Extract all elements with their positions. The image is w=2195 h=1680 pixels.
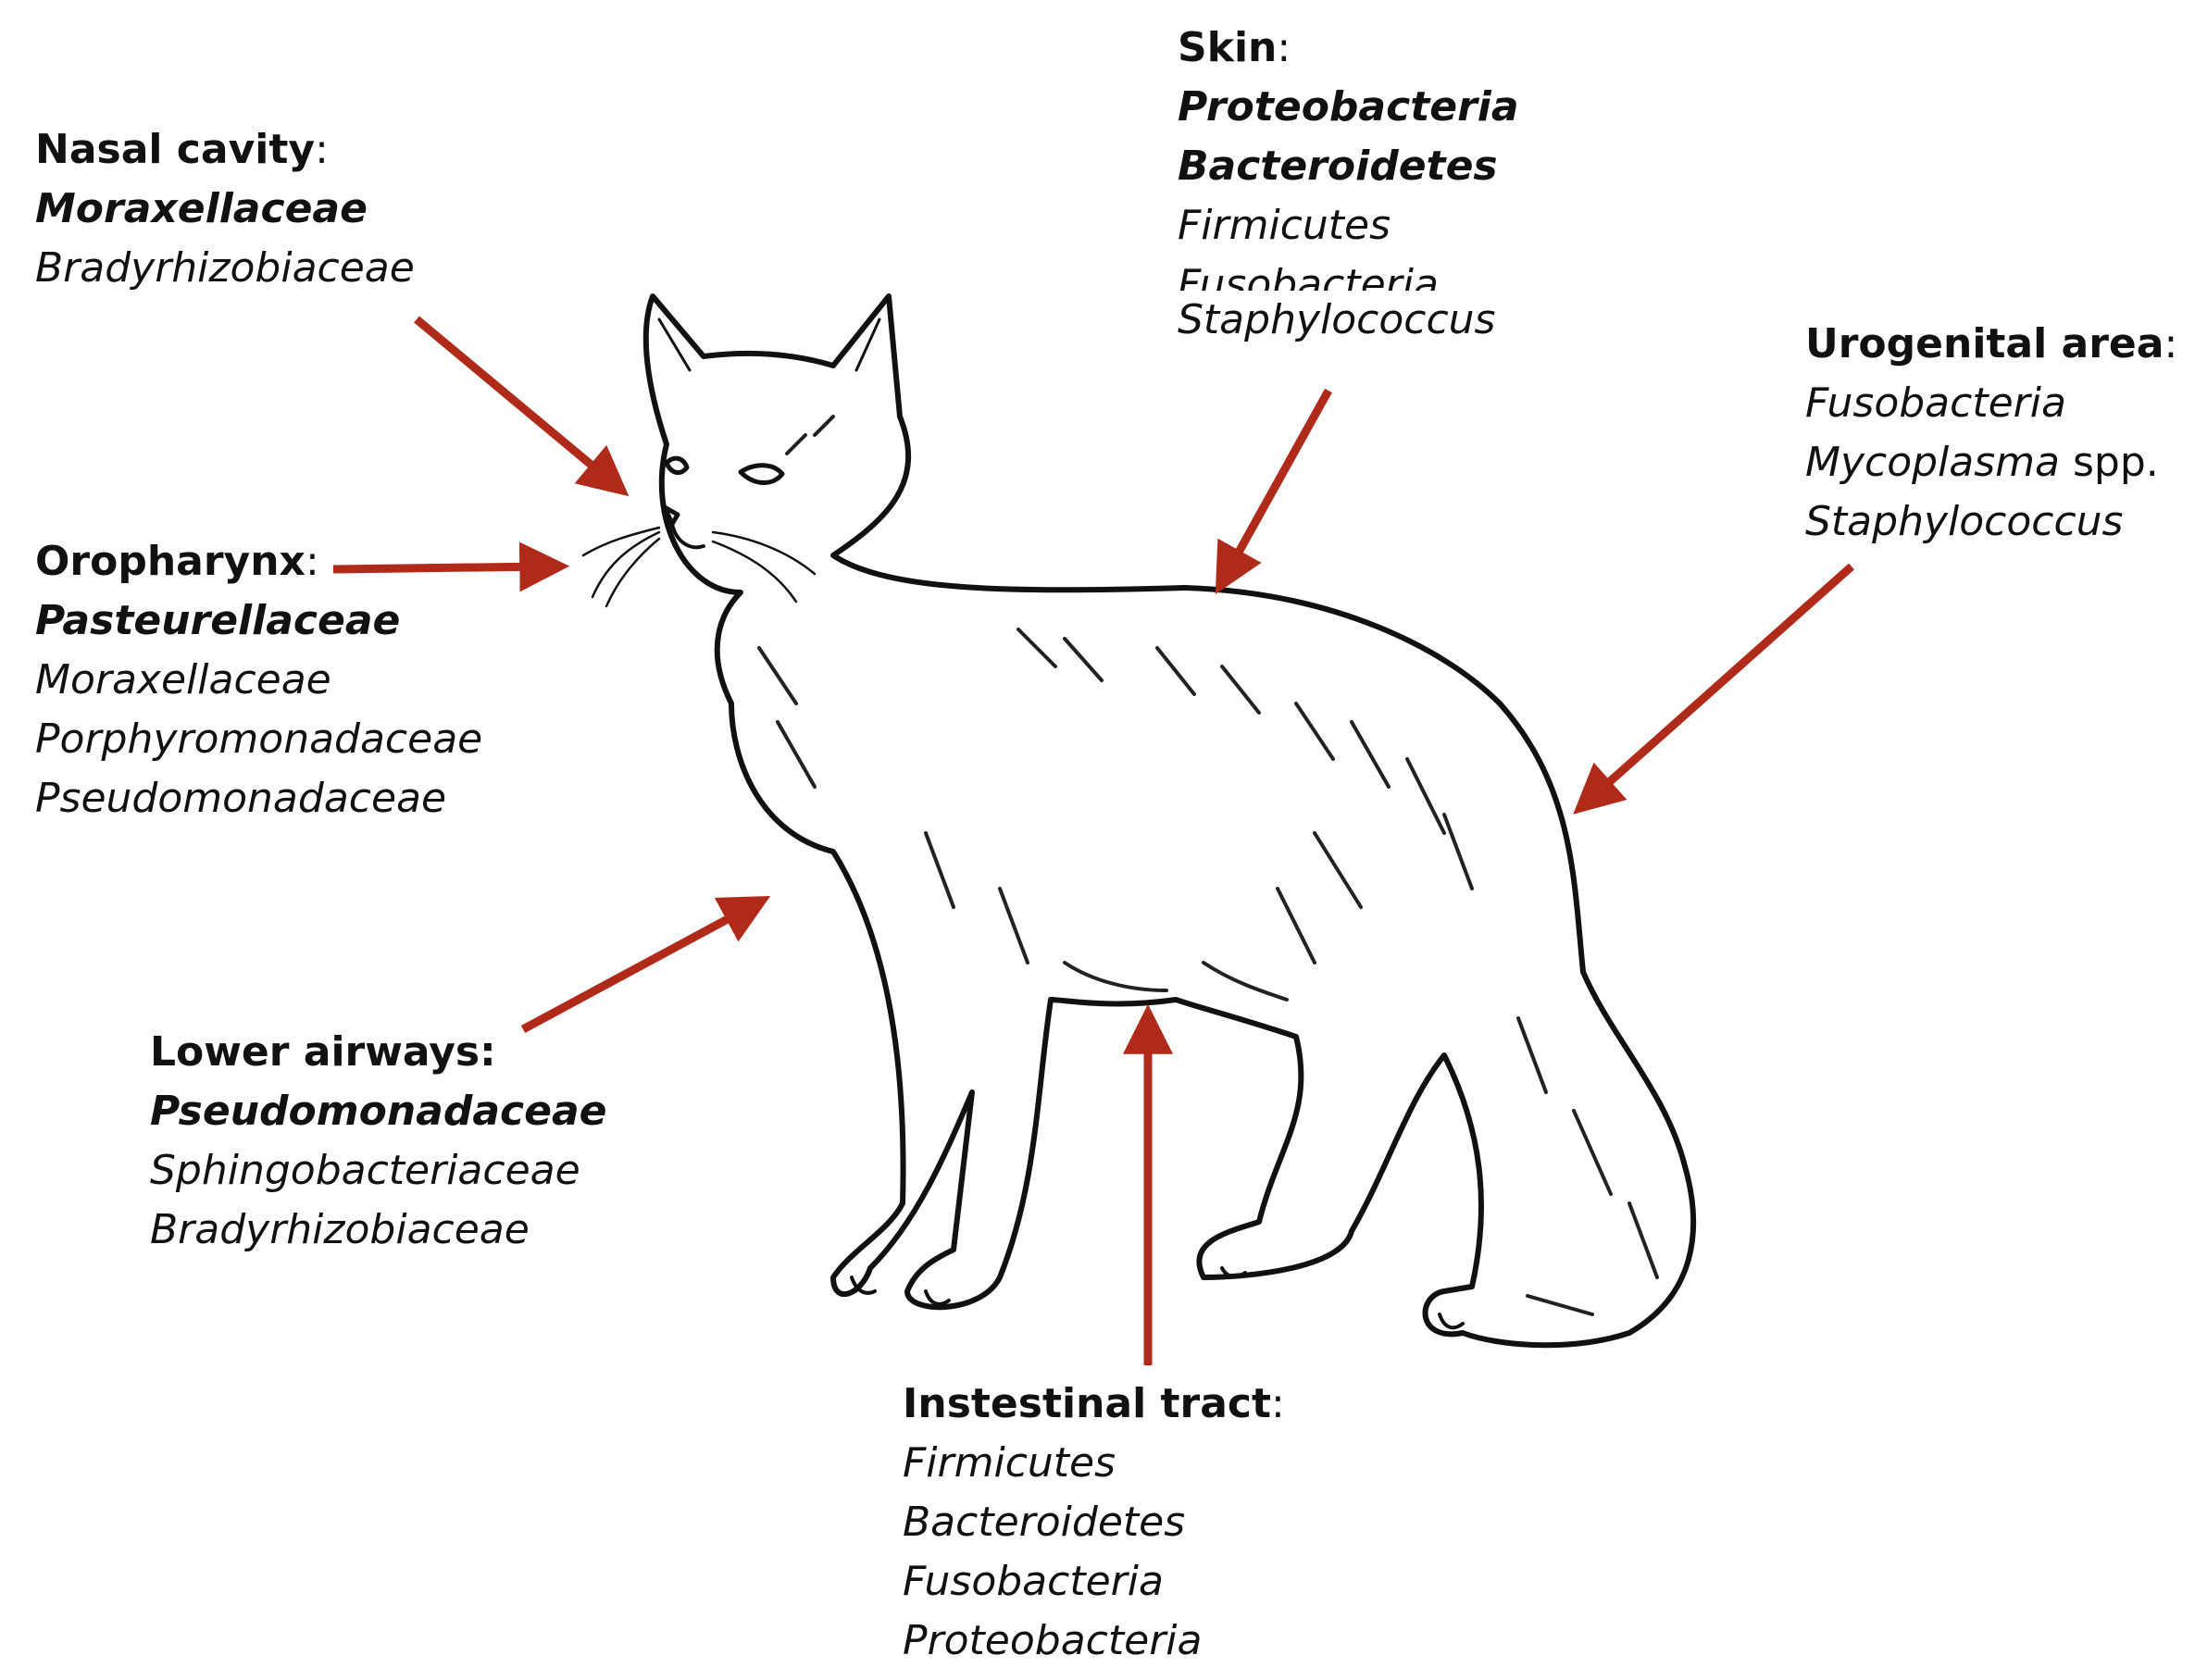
taxon-item: Bacteroidetes xyxy=(903,1499,1186,1546)
label-urogenital-area: Urogenital area: Fusobacteria Mycoplasma… xyxy=(1805,315,2177,552)
arrows xyxy=(332,316,1854,1365)
label-lower-airways: Lower airways: Pseudomonadaceae Sphingob… xyxy=(150,1023,607,1260)
taxon-item: Sphingobacteriaceae xyxy=(150,1147,580,1194)
cat-ear-inner-right xyxy=(854,317,881,372)
taxon-item: Firmicutes xyxy=(1178,202,1391,249)
region-title: Nasal cavity: xyxy=(35,126,329,173)
taxon-item: Proteobacteria xyxy=(903,1617,1203,1664)
cat-eye-left xyxy=(738,463,785,485)
taxon-item: Porphyromonadaceae xyxy=(35,716,483,763)
taxon-item: Moraxellaceae xyxy=(35,185,368,232)
taxon-item: Fusobacteria xyxy=(903,1558,1164,1605)
arrow-nasal xyxy=(414,316,630,497)
region-title: Oropharynx: xyxy=(35,538,319,585)
taxon-item: Pasteurellaceae xyxy=(35,597,401,644)
cat-body-outline xyxy=(642,293,1697,1349)
label-skin: Skin: Proteobacteria Bacteroidetes Firmi… xyxy=(1178,19,1519,350)
taxon-item: Staphylococcus xyxy=(1805,498,2124,545)
arrow-skin xyxy=(1215,388,1332,595)
taxon-item: Fusobacteria xyxy=(1178,261,1439,291)
cat-mouth xyxy=(670,522,705,550)
cat-ear-inner-left xyxy=(657,317,692,372)
taxon-item: Pseudomonadaceae xyxy=(150,1088,607,1135)
label-oropharynx: Oropharynx: Pasteurellaceae Moraxellacea… xyxy=(35,532,482,828)
taxon-item: Bradyrhizobiaceae xyxy=(150,1206,530,1253)
taxon-item: Bradyrhizobiaceae xyxy=(35,244,415,292)
cat-fur-shading xyxy=(757,415,1659,1316)
region-title: Lower airways: xyxy=(150,1028,496,1076)
taxon-item: Staphylococcus xyxy=(1178,296,1496,343)
taxon-item: Pseudomonadaceae xyxy=(35,775,447,822)
region-title: Instestinal tract: xyxy=(903,1380,1285,1427)
taxon-item: Fusobacteria xyxy=(1805,380,2066,427)
arrow-urogenital xyxy=(1573,563,1854,815)
taxon-item: Moraxellaceae xyxy=(35,656,331,703)
label-nasal-cavity: Nasal cavity: Moraxellaceae Bradyrhizobi… xyxy=(35,120,415,298)
arrow-lower-airways xyxy=(520,896,771,1033)
taxon-item: Firmicutes xyxy=(903,1439,1116,1487)
region-title: Urogenital area: xyxy=(1805,320,2178,367)
taxon-item: Bacteroidetes xyxy=(1178,143,1498,190)
taxon-item: Proteobacteria xyxy=(1178,83,1519,131)
cat-drawing xyxy=(581,293,1697,1349)
region-title: Skin: xyxy=(1178,24,1291,71)
taxon-item: Mycoplasma spp. xyxy=(1805,439,2159,486)
cat-whiskers xyxy=(581,526,817,608)
arrow-oropharynx xyxy=(332,541,570,592)
cat-eye-right xyxy=(664,455,690,476)
label-intestinal-tract: Instestinal tract: Firmicutes Bacteroide… xyxy=(903,1375,1285,1671)
cat-nose xyxy=(662,504,680,527)
cat-paws xyxy=(850,1266,1465,1330)
